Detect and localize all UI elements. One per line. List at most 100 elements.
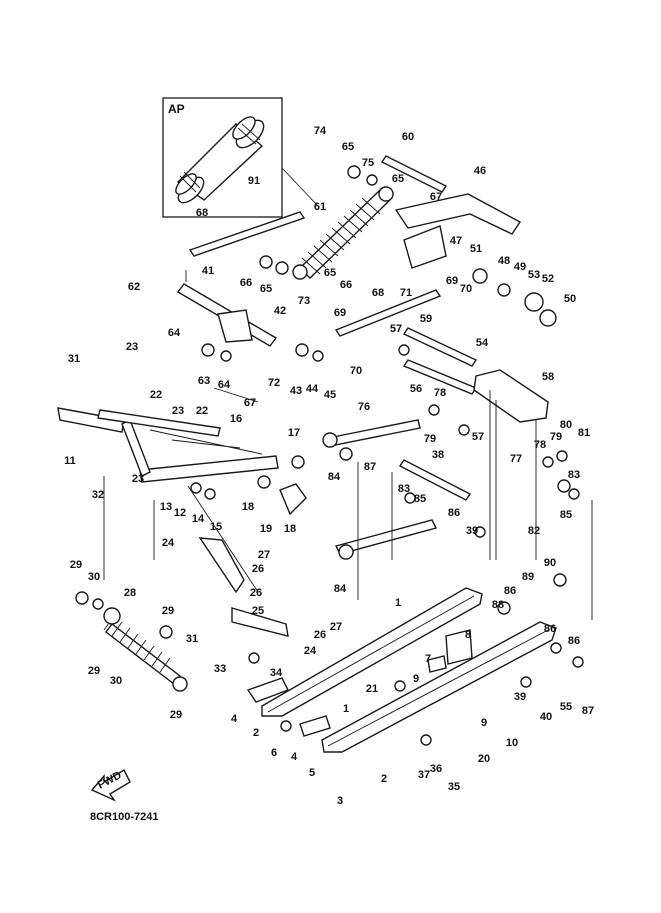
callout-51: 51 [470, 243, 482, 255]
shock-absorber-61 [292, 186, 394, 280]
stopper-4b [299, 715, 331, 737]
callout-58: 58 [542, 371, 554, 383]
callout-75: 75 [362, 157, 374, 169]
callout-14: 14 [192, 513, 205, 525]
callout-44: 44 [306, 383, 319, 395]
callout-16: 16 [230, 413, 242, 425]
callout-82: 82 [528, 525, 540, 537]
callout-35: 35 [448, 781, 460, 793]
callout-8: 8 [465, 629, 471, 641]
callout-2: 2 [381, 773, 387, 785]
shaft-56 [402, 359, 478, 395]
callout-64: 64 [218, 379, 231, 391]
callout-52: 52 [542, 273, 554, 285]
callout-41: 41 [202, 265, 214, 277]
callout-36: 36 [430, 763, 442, 775]
callout-39: 39 [514, 691, 526, 703]
callout-88: 88 [492, 599, 504, 611]
callout-24: 24 [304, 645, 317, 657]
callout-26: 26 [252, 563, 264, 575]
small-parts [75, 165, 584, 746]
inset-ap: AP [162, 97, 319, 218]
callout-69: 69 [446, 275, 458, 287]
callout-84: 84 [334, 583, 347, 595]
callout-80: 80 [560, 419, 572, 431]
inset-connector [281, 167, 319, 207]
callout-9: 9 [481, 717, 487, 729]
boot-91-drawing [175, 116, 265, 204]
callout-66: 66 [240, 277, 252, 289]
callout-22: 22 [150, 389, 162, 401]
callout-5: 5 [309, 767, 315, 779]
callout-29: 29 [170, 709, 182, 721]
shock-28 [103, 607, 188, 692]
callout-12: 12 [174, 507, 186, 519]
callout-59: 59 [420, 313, 432, 325]
callout-39: 39 [466, 525, 478, 537]
callout-2: 2 [253, 727, 259, 739]
callout-85: 85 [414, 493, 426, 505]
callout-57: 57 [472, 431, 484, 443]
callout-31: 31 [186, 633, 198, 645]
callout-68: 68 [196, 207, 208, 219]
callout-22: 22 [196, 405, 208, 417]
callout-29: 29 [88, 665, 100, 677]
callout-18: 18 [284, 523, 296, 535]
callout-30: 30 [110, 675, 122, 687]
callout-25: 25 [252, 605, 264, 617]
callout-69: 69 [334, 307, 346, 319]
callout-1: 1 [395, 597, 401, 609]
callout-7: 7 [425, 653, 431, 665]
callout-68: 68 [372, 287, 384, 299]
rod-68-upper [188, 211, 306, 257]
callout-19: 19 [260, 523, 272, 535]
callout-86: 86 [568, 635, 580, 647]
callout-83: 83 [568, 469, 580, 481]
bracket-31 [231, 607, 289, 637]
callout-87: 87 [364, 461, 376, 473]
clip-7 [427, 655, 447, 673]
callout-11: 11 [64, 455, 76, 467]
callout-45: 45 [324, 389, 336, 401]
callout-55: 55 [560, 701, 572, 713]
callout-47: 47 [450, 235, 462, 247]
callout-64: 64 [168, 327, 181, 339]
stopper-4a [246, 677, 289, 703]
callout-49: 49 [514, 261, 526, 273]
callout-79: 79 [424, 433, 436, 445]
callout-83: 83 [398, 483, 410, 495]
callout-30: 30 [88, 571, 100, 583]
callout-27: 27 [330, 621, 342, 633]
callout-23: 23 [172, 405, 184, 417]
callout-65: 65 [392, 173, 404, 185]
callout-72: 72 [268, 377, 280, 389]
callout-17: 17 [288, 427, 300, 439]
callout-48: 48 [498, 255, 510, 267]
callout-15: 15 [210, 521, 222, 533]
callout-43: 43 [290, 385, 302, 397]
shaft-76 [327, 419, 421, 447]
callout-71: 71 [400, 287, 412, 299]
callout-34: 34 [270, 667, 283, 679]
callout-24: 24 [162, 537, 175, 549]
callout-84: 84 [328, 471, 341, 483]
callout-86: 86 [504, 585, 516, 597]
callout-38: 38 [432, 449, 444, 461]
callout-79: 79 [550, 431, 562, 443]
callout-23: 23 [132, 473, 144, 485]
rods [188, 155, 478, 555]
callout-76: 76 [358, 401, 370, 413]
callout-26: 26 [250, 587, 262, 599]
callout-65: 65 [324, 267, 336, 279]
callout-53: 53 [528, 269, 540, 281]
callout-63: 63 [198, 375, 210, 387]
callout-78: 78 [434, 387, 446, 399]
callout-87: 87 [582, 705, 594, 717]
callout-33: 33 [214, 663, 226, 675]
callout-27: 27 [258, 549, 270, 561]
callout-61: 61 [314, 201, 326, 213]
callout-91: 91 [248, 175, 260, 187]
callout-4: 4 [291, 751, 298, 763]
